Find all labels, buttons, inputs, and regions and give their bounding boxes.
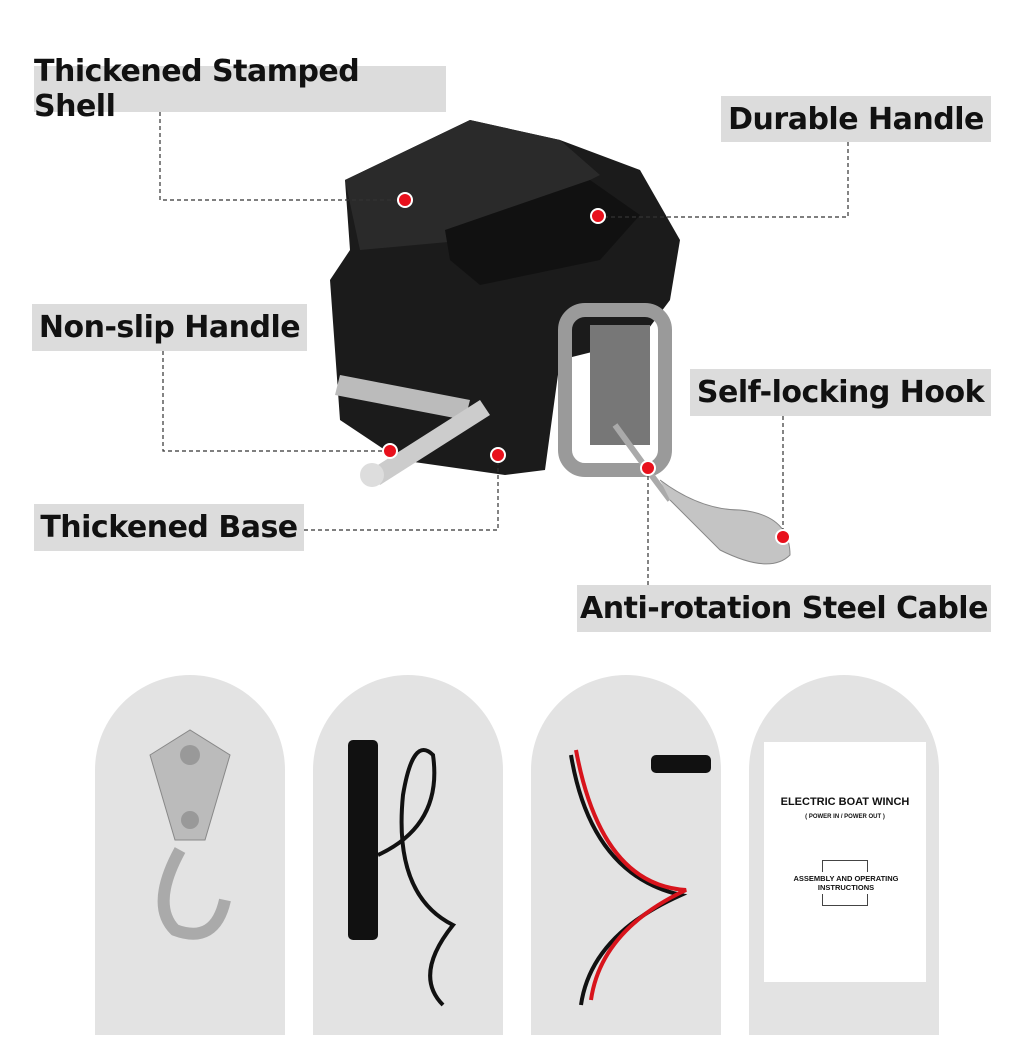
label-durable-handle: Durable Handle [721,96,991,142]
label-non-slip-handle: Non-slip Handle [32,304,307,351]
marker-dot [775,529,791,545]
marker-dot [490,447,506,463]
accessory-remote-control [313,675,503,1035]
marker-dots [382,192,791,545]
marker-dot [382,443,398,459]
instruction-manual: ELECTRIC BOAT WINCH ( POWER IN / POWER O… [764,742,926,982]
label-steel-cable: Anti-rotation Steel Cable [577,585,991,632]
accessory-power-cable [531,675,721,1035]
marker-dot [397,192,413,208]
label-thickened-base: Thickened Base [34,504,304,551]
marker-dot [640,460,656,476]
manual-title: ELECTRIC BOAT WINCH [780,796,910,808]
manual-heading: ASSEMBLY AND OPERATING INSTRUCTIONS [766,872,926,894]
manual-subtitle: ( POWER IN / POWER OUT ) [805,814,885,820]
marker-dot [590,208,606,224]
accessory-pulley-hook [95,675,285,1035]
label-stamped-shell: Thickened Stamped Shell [34,54,446,124]
label-self-locking-hook: Self-locking Hook [690,369,991,416]
leader-lines [159,112,849,585]
winch-image [330,120,791,565]
